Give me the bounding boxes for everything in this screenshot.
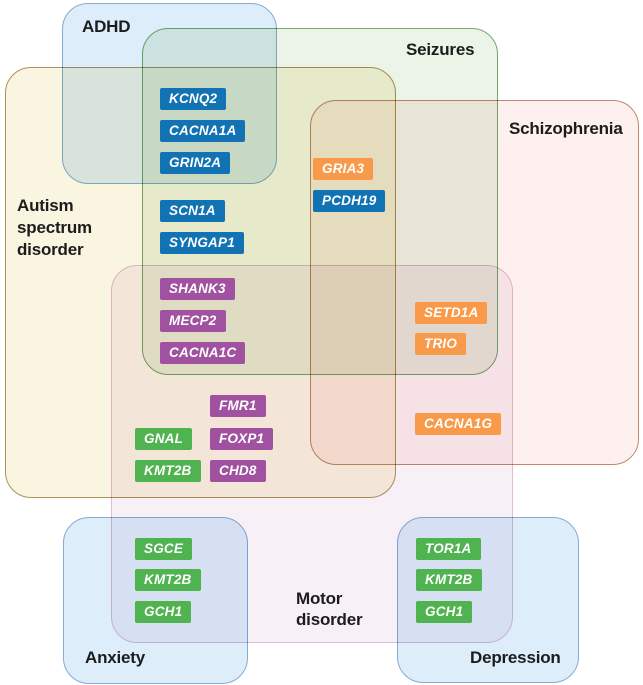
gene-chip-scn1a: SCN1A [160, 200, 225, 222]
gene-chip-kmt2b-depression: KMT2B [416, 569, 482, 591]
gene-chip-kmt2b-autism: KMT2B [135, 460, 201, 482]
gene-chip-mecp2: MECP2 [160, 310, 226, 332]
gene-chip-kcnq2: KCNQ2 [160, 88, 227, 110]
gene-chip-syngap1: SYNGAP1 [160, 232, 244, 254]
gene-chip-foxp1: FOXP1 [210, 428, 274, 450]
gene-chip-chd8: CHD8 [210, 460, 266, 482]
gene-chip-cacna1a: CACNA1A [160, 120, 246, 142]
gene-chip-gch1-depression: GCH1 [416, 601, 473, 623]
gene-chip-grin2a: GRIN2A [160, 152, 231, 174]
gene-chip-gria3: GRIA3 [313, 158, 374, 180]
gene-chip-cacna1c: CACNA1C [160, 342, 246, 364]
label-seizures: Seizures [406, 40, 475, 59]
gene-chip-sgce: SGCE [135, 538, 193, 560]
label-schizophrenia: Schizophrenia [509, 119, 623, 138]
gene-chip-kmt2b-anxiety: KMT2B [135, 569, 201, 591]
label-motor: Motor disorder [296, 589, 363, 629]
label-anxiety: Anxiety [85, 648, 146, 667]
label-adhd: ADHD [82, 17, 131, 36]
gene-chip-trio: TRIO [415, 333, 467, 355]
gene-chip-shank3: SHANK3 [160, 278, 235, 300]
gene-chip-tor1a: TOR1A [416, 538, 481, 560]
gene-chip-cacna1g: CACNA1G [415, 413, 502, 435]
gene-chip-pcdh19: PCDH19 [313, 190, 386, 212]
label-autism: Autism spectrum disorder [17, 196, 92, 259]
gene-chip-gch1-anxiety: GCH1 [135, 601, 192, 623]
gene-chip-fmr1: FMR1 [210, 395, 266, 417]
label-depression: Depression [470, 648, 561, 667]
gene-chip-setd1a: SETD1A [415, 302, 488, 324]
gene-chip-gnal: GNAL [135, 428, 193, 450]
